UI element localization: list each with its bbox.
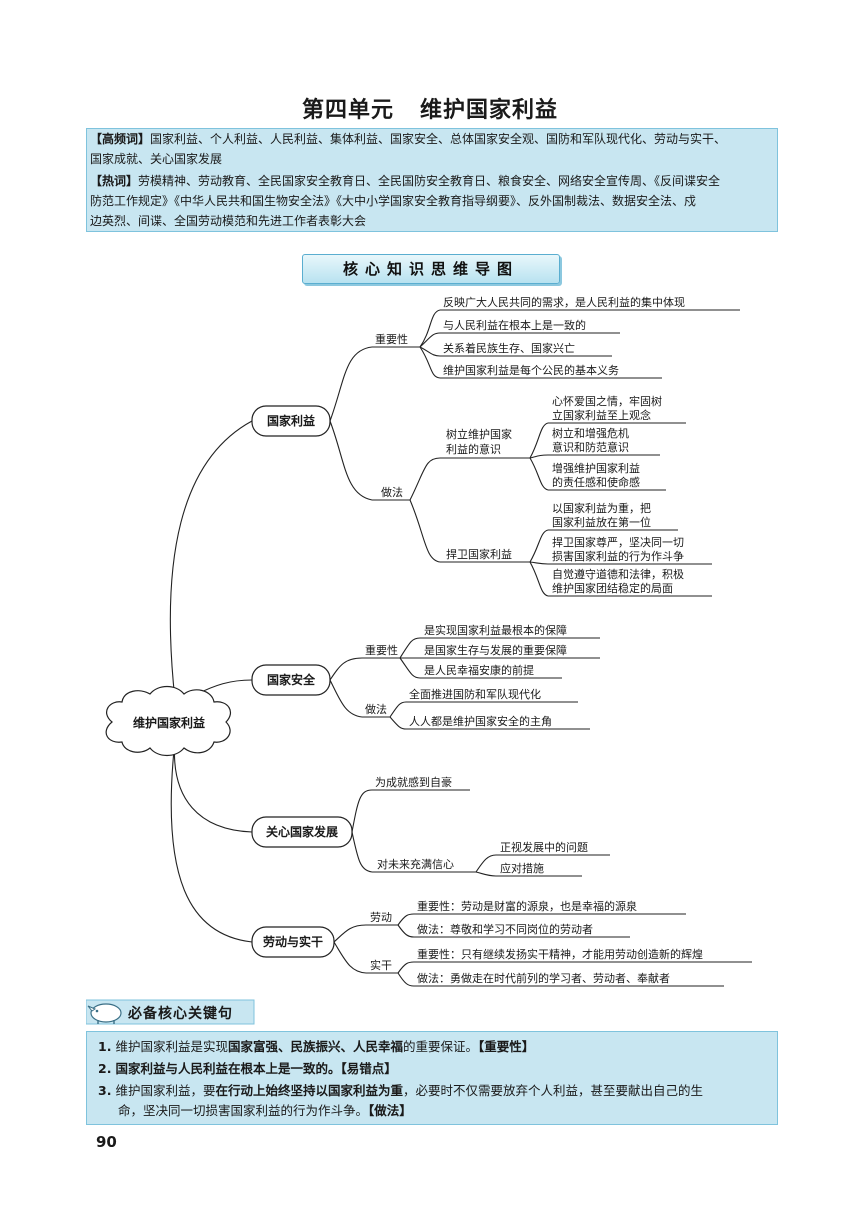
n2-importance-item: 是实现国家利益最根本的保障	[424, 623, 567, 637]
node-care-development: 关心国家发展	[266, 824, 338, 839]
node-national-interest: 国家利益	[267, 413, 315, 428]
n1-awareness-label-1: 树立维护国家	[446, 427, 512, 441]
key-sentences-heading: 必备核心关键句	[128, 1006, 233, 1022]
unit-title: 第四单元维护国家利益	[0, 92, 860, 124]
n1-defend-label: 捍卫国家利益	[446, 547, 512, 561]
rhino-mascot-icon	[87, 1003, 122, 1024]
gaopin-line-1: 【高频词】国家利益、个人利益、人民利益、集体利益、国家安全、总体国家安全观、国防…	[90, 132, 727, 146]
n1-importance-label: 重要性	[375, 332, 408, 346]
n4-work-item: 重要性：只有继续发扬实干精神，才能用劳动创造新的辉煌	[417, 947, 703, 961]
n3-confidence: 对未来充满信心	[377, 857, 454, 871]
n1-awareness-label-2: 利益的意识	[446, 442, 501, 456]
node-box-national-security	[251, 664, 331, 696]
n1-defend-item: 捍卫国家尊严，坚决同一切	[552, 535, 684, 549]
root-cloud-shape	[105, 685, 231, 757]
gaopin-line-2: 国家成就、关心国家发展	[90, 152, 223, 166]
n1-awareness-item: 意识和防范意识	[552, 440, 629, 454]
n1-awareness-item: 立国家利益至上观念	[552, 408, 651, 422]
n1-awareness-item: 树立和增强危机	[552, 426, 629, 440]
unit-name: 维护国家利益	[420, 97, 559, 123]
n1-importance-item: 与人民利益在根本上是一致的	[443, 318, 586, 332]
n1-defend-item: 维护国家团结稳定的局面	[552, 581, 673, 595]
reci-line-3: 边英烈、间谍、全国劳动模范和先进工作者表彰大会	[90, 214, 367, 228]
node-national-security: 国家安全	[267, 672, 316, 687]
n1-awareness-item: 增强维护国家利益	[552, 461, 640, 475]
n4-work-label: 实干	[370, 958, 392, 972]
n2-importance-item: 是国家生存与发展的重要保障	[424, 643, 567, 657]
n1-importance-item: 反映广大人民共同的需求，是人民利益的集中体现	[443, 295, 685, 309]
n4-work-item: 做法：勇做走在时代前列的学习者、劳动者、奉献者	[417, 971, 670, 985]
n1-defend-item: 国家利益放在第一位	[552, 515, 651, 529]
n4-labor-item: 重要性：劳动是财富的源泉，也是幸福的源泉	[417, 899, 637, 913]
n3-pride: 为成就感到自豪	[375, 775, 452, 789]
n1-defend-item: 损害国家利益的行为作斗争	[552, 549, 684, 563]
n1-defend-item: 以国家利益为重，把	[552, 501, 651, 515]
node-box-labor-practice	[251, 926, 335, 958]
key-sentence-2: 2. 国家利益与人民利益在根本上是一致的。【易错点】	[98, 1061, 397, 1076]
n1-importance-item: 关系着民族生存、国家兴亡	[443, 341, 575, 355]
node-box-care-development	[251, 816, 353, 848]
n1-method-label: 做法	[381, 485, 403, 499]
n1-awareness-item: 心怀爱国之情，牢固树	[552, 394, 662, 408]
mindmap-connectors	[169, 309, 752, 987]
key-sentences-panel	[86, 1031, 778, 1125]
n3-item: 正视发展中的问题	[500, 840, 588, 854]
unit-number: 第四单元	[301, 97, 394, 123]
page-number: 90	[96, 1133, 117, 1151]
n2-method-item: 全面推进国防和军队现代化	[409, 687, 541, 701]
n1-awareness-item: 的责任感和使命感	[552, 475, 640, 489]
key-sentences-heading-bar	[86, 999, 255, 1025]
reci-line-2: 防范工作规定》《中华人民共和国生物安全法》《大中小学国家安全教育指导纲要》、反外…	[90, 194, 697, 208]
n2-importance-item: 是人民幸福安康的前提	[424, 663, 534, 677]
root-node: 维护国家利益	[133, 715, 205, 730]
reci-line-1: 【热词】劳模精神、劳动教育、全民国家安全教育日、全民国防安全教育日、粮食安全、网…	[90, 174, 721, 188]
node-labor-practice: 劳动与实干	[263, 934, 323, 949]
key-sentence-3-cont: 命，坚决同一切损害国家利益的行为作斗争。【做法】	[118, 1103, 412, 1118]
n4-labor-label: 劳动	[370, 911, 392, 924]
key-sentence-3: 3. 维护国家利益，要在行动上始终坚持以国家利益为重，必要时不仅需要放弃个人利益…	[98, 1083, 703, 1098]
node-box-national-interest	[251, 405, 331, 437]
n4-labor-item: 做法：尊敬和学习不同岗位的劳动者	[417, 922, 593, 936]
n2-method-label: 做法	[365, 702, 387, 716]
key-sentence-1: 1. 维护国家利益是实现国家富强、民族振兴、人民幸福的重要保证。【重要性】	[98, 1039, 535, 1054]
n1-defend-item: 自觉遵守道德和法律，积极	[552, 567, 684, 581]
mindmap-banner: 核心知识思维导图	[302, 254, 560, 284]
n3-item: 应对措施	[500, 861, 544, 875]
keywords-panel	[86, 128, 778, 232]
n1-importance-item: 维护国家利益是每个公民的基本义务	[443, 363, 619, 377]
n2-method-item: 人人都是维护国家安全的主角	[409, 714, 552, 728]
n2-importance-label: 重要性	[365, 643, 398, 657]
